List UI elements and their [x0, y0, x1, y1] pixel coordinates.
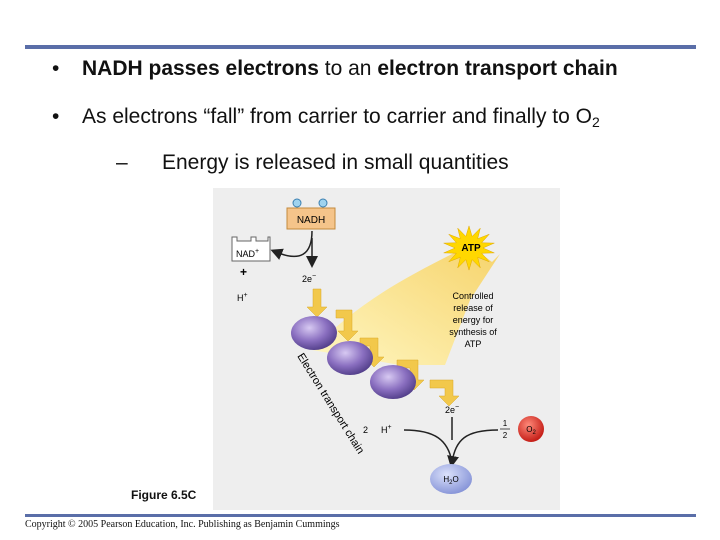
nadh-to-nad-arrow — [270, 230, 313, 260]
nadh-box: NADH — [286, 198, 336, 230]
electron-carrier — [291, 316, 337, 350]
svg-text:synthesis of: synthesis of — [449, 327, 497, 337]
yellow-arrow-icon — [306, 288, 328, 318]
yellow-arrow-icon — [335, 309, 359, 342]
o2-label: O2 — [526, 425, 536, 436]
atp-label: ATP — [461, 243, 481, 254]
sub-bullet-marker: – — [116, 151, 128, 174]
electron-dot-icon — [318, 198, 328, 208]
svg-text:release of: release of — [453, 303, 493, 313]
figure-caption: Figure 6.5C — [131, 488, 197, 502]
electron-carrier — [370, 365, 416, 399]
bullet-plain-a: to an — [318, 57, 378, 80]
half-fraction: 1 2 — [500, 419, 510, 440]
bullet-bold-b: electron transport chain — [377, 57, 618, 80]
h-to-water-arrow — [403, 429, 453, 463]
svg-text:Controlled: Controlled — [452, 291, 493, 301]
bullet-text: As electrons “fall” from carrier to carr… — [82, 105, 592, 128]
two-label: 2 — [363, 425, 368, 435]
plus-sign: + — [240, 265, 247, 279]
top-rule — [25, 45, 696, 49]
yellow-arrow-icon — [429, 379, 460, 407]
two-e-bottom-label: 2e− — [445, 404, 459, 415]
bullet-nadh: • NADH passes electrons to an electron tr… — [52, 57, 618, 81]
svg-text:energy for: energy for — [453, 315, 494, 325]
sub-bullet-energy: – Energy is released in small quantities — [116, 151, 509, 175]
bullet-marker: • — [52, 105, 60, 128]
bottom-rule — [25, 514, 696, 517]
energy-release-fan — [312, 245, 500, 365]
nadh-label: NADH — [297, 215, 325, 226]
nad-box: NAD+ — [231, 236, 271, 262]
oxygen-molecule: O2 — [518, 416, 544, 442]
nad-label: NAD+ — [236, 248, 259, 259]
electron-carrier — [327, 341, 373, 375]
controlled-release-text: Controlled release of energy for synthes… — [449, 291, 497, 349]
svg-text:2: 2 — [503, 431, 508, 440]
o2-to-water-arrow — [447, 429, 499, 468]
copyright-notice: Copyright © 2005 Pearson Education, Inc.… — [25, 519, 340, 530]
bullet-bold-a: NADH passes electrons — [82, 57, 319, 80]
h-bottom-label: H+ — [381, 424, 392, 435]
svg-text:ATP: ATP — [465, 339, 482, 349]
h-left-label: H+ — [237, 292, 248, 303]
bullet-subscript: 2 — [592, 114, 600, 130]
bullet-electrons-fall: • As electrons “fall” from carrier to car… — [52, 105, 600, 130]
water-molecule: H2O — [430, 464, 472, 494]
two-e-top-label: 2e− — [302, 273, 316, 284]
atp-burst-icon: ATP — [443, 225, 495, 271]
bullet-marker: • — [52, 57, 60, 80]
sub-bullet-text: Energy is released in small quantities — [162, 151, 509, 174]
electron-dot-icon — [292, 198, 302, 208]
svg-text:1: 1 — [503, 419, 508, 428]
h2o-label: H2O — [443, 475, 458, 486]
